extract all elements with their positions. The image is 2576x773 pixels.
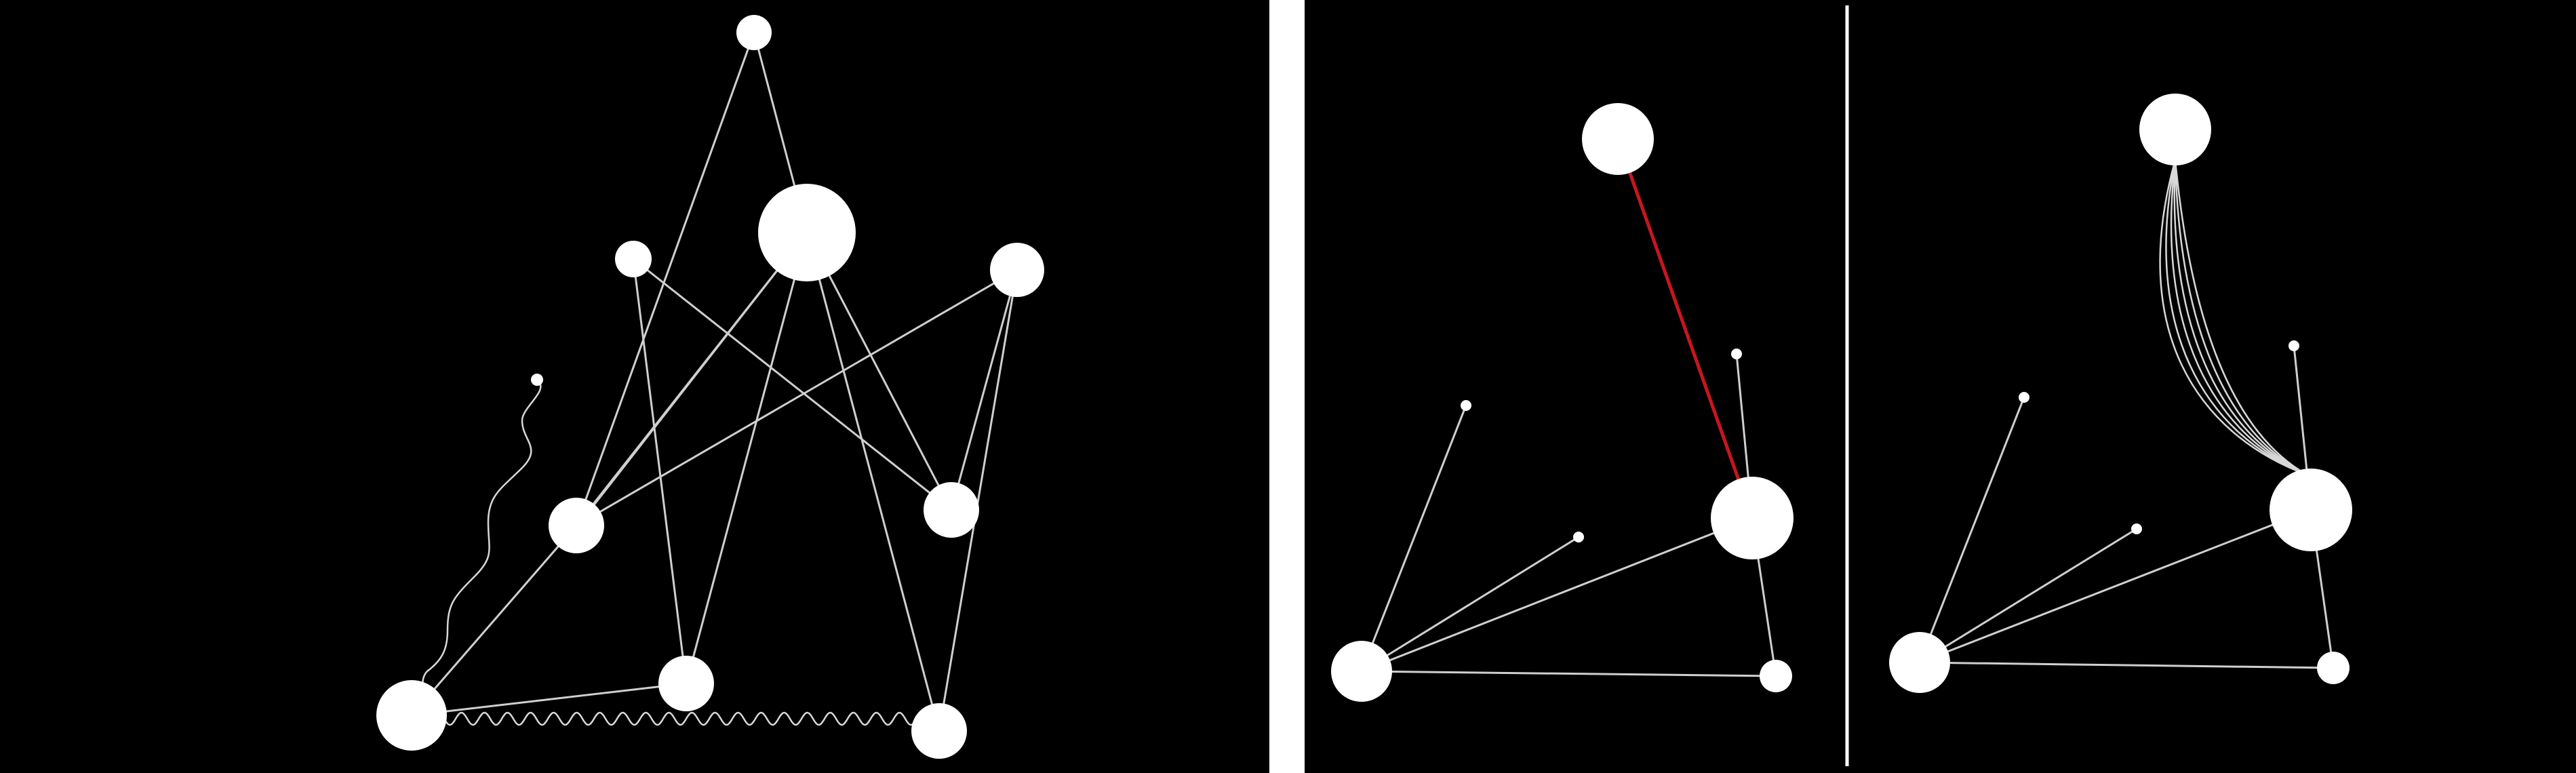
edge — [1919, 509, 2312, 664]
graph-node — [924, 482, 979, 538]
edge — [584, 232, 808, 516]
bundled-edge — [2173, 159, 2307, 476]
graph-node — [1582, 103, 1654, 175]
graph-node — [736, 15, 772, 50]
edge — [685, 232, 808, 684]
highlighted-edge — [1616, 138, 1754, 519]
graph-node — [758, 184, 856, 281]
graph-node — [2019, 392, 2029, 403]
edge — [410, 525, 578, 716]
graph-node — [1889, 632, 1950, 693]
left-graph-svg — [376, 15, 1044, 759]
graph-node — [2288, 340, 2299, 351]
edge — [575, 32, 755, 526]
edge — [1919, 661, 2334, 669]
graph-node — [990, 243, 1044, 297]
edge — [1919, 528, 2137, 664]
edge — [411, 682, 687, 717]
right-graph-panel — [1305, 0, 2576, 773]
subpanel-b — [1889, 94, 2352, 693]
graph-node — [2139, 94, 2211, 165]
edge — [950, 269, 1018, 511]
graph-node — [2270, 469, 2352, 551]
graph-node — [1573, 532, 1584, 542]
edge — [806, 232, 940, 732]
bundled-edge — [2170, 159, 2307, 476]
edge — [576, 269, 1018, 527]
edge-bundle — [2159, 159, 2307, 476]
right-graph-svg — [1331, 5, 2352, 766]
edge — [632, 258, 688, 684]
bundled-edge — [2159, 159, 2307, 476]
wavy-edge — [443, 711, 915, 726]
left-edges — [410, 32, 1018, 732]
edge — [1918, 397, 2025, 663]
graph-node — [531, 374, 543, 386]
bundled-edge — [2165, 159, 2307, 476]
edge — [1361, 670, 1777, 677]
edge — [1360, 405, 1467, 672]
wavy-edge — [419, 379, 542, 699]
subpanel-a — [1331, 103, 1794, 702]
left-nodes — [376, 15, 1044, 759]
graph-node — [911, 703, 967, 759]
graph-node — [615, 241, 652, 277]
graph-node — [376, 680, 447, 751]
graph-node — [1331, 641, 1392, 702]
bundled-edge — [2174, 159, 2307, 476]
graph-node — [1760, 660, 1792, 692]
graph-node — [658, 656, 714, 711]
graph-node — [549, 498, 604, 553]
graph-node — [1461, 400, 1471, 411]
edge — [1361, 517, 1753, 673]
edge — [1361, 536, 1579, 673]
edge — [938, 269, 1018, 732]
edge — [633, 258, 952, 511]
graph-node — [1731, 349, 1742, 359]
edge — [806, 232, 953, 511]
graph-node — [2131, 523, 2142, 534]
left-graph-panel — [0, 0, 1269, 773]
bundled-edge — [2174, 159, 2307, 476]
graph-node — [1711, 477, 1794, 559]
graph-node — [2317, 652, 2350, 684]
